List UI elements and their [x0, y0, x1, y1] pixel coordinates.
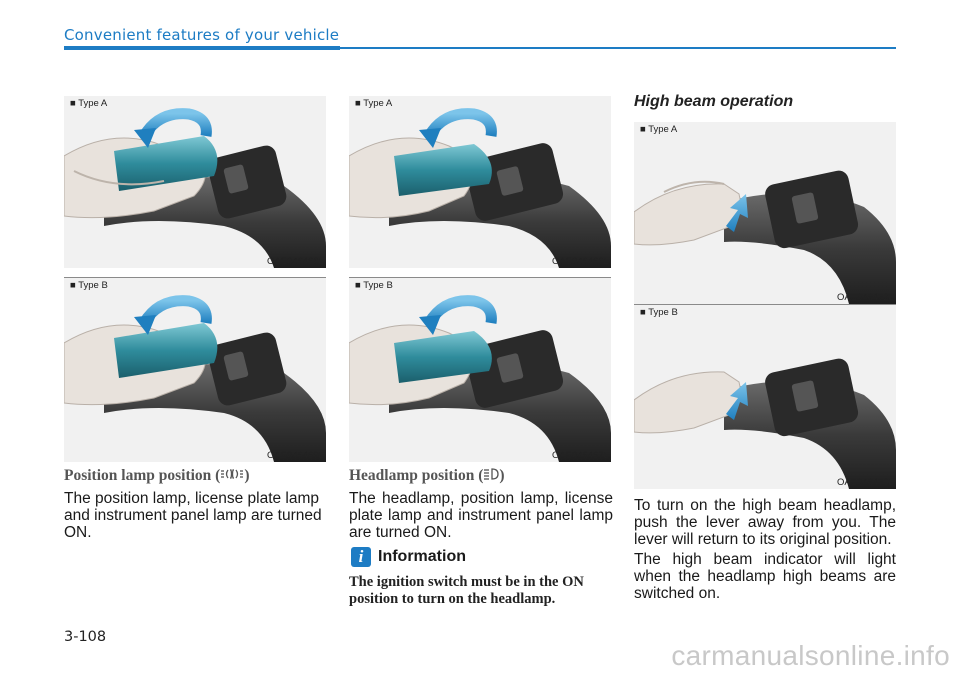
- headlamp-body: The headlamp, position lamp, license pla…: [349, 490, 613, 541]
- high-beam-body-2: The high beam indicator will light when …: [634, 551, 896, 602]
- figure-code: OAE046466L: [551, 256, 609, 267]
- figure-divider: [64, 277, 326, 278]
- type-label: ■ Type B: [355, 280, 393, 291]
- figure-high-beam-type-b: ■ Type B OAE046453L: [634, 305, 896, 489]
- info-icon: i: [351, 547, 371, 567]
- headlamp-icon: [484, 468, 500, 480]
- figure-headlamp-type-a: ■ Type A OAE046466L: [349, 96, 611, 268]
- heading-text-end: ): [499, 467, 505, 484]
- figure-code: OAE046453L: [836, 477, 894, 488]
- header-rule-thin: [340, 47, 896, 49]
- heading-text: Position lamp position (: [64, 467, 221, 484]
- lever-illustration: [349, 295, 611, 462]
- type-label: ■ Type A: [640, 124, 678, 135]
- position-lamp-body: The position lamp, license plate lamp an…: [64, 490, 322, 541]
- type-label: ■ Type A: [355, 98, 393, 109]
- high-beam-heading: High beam operation: [634, 93, 794, 110]
- lever-illustration: [64, 295, 326, 462]
- figure-position-lamp-type-a: ■ Type A OAE046468L: [64, 96, 326, 268]
- heading-text: Headlamp position (: [349, 467, 484, 484]
- figure-code: OAE046467L: [551, 450, 609, 461]
- figure-high-beam-type-a: ■ Type A OAE046452L: [634, 122, 896, 304]
- lever-illustration: [349, 108, 611, 268]
- page-number: 3-108: [64, 629, 107, 645]
- figure-headlamp-type-b: ■ Type B OAE046467L: [349, 278, 611, 462]
- position-lamp-icon: [221, 469, 244, 479]
- watermark: carmanualsonline.info: [671, 640, 950, 671]
- figure-divider: [349, 277, 611, 278]
- figure-position-lamp-type-b: ■ Type B OAE046469L: [64, 278, 326, 462]
- type-label: ■ Type B: [70, 280, 108, 291]
- headlamp-heading: Headlamp position (): [349, 467, 505, 485]
- type-label: ■ Type A: [70, 98, 108, 109]
- figure-code: OAE046468L: [266, 256, 324, 267]
- type-label: ■ Type B: [640, 307, 678, 318]
- lever-illustration: [64, 108, 326, 268]
- lever-illustration: [634, 358, 896, 489]
- figure-divider: [634, 304, 896, 305]
- info-body: The ignition switch must be in the ON po…: [349, 574, 584, 607]
- header-rule-thick: [64, 46, 340, 50]
- lever-illustration: [634, 170, 896, 304]
- high-beam-body-1: To turn on the high beam headlamp, push …: [634, 497, 896, 548]
- info-title: Information: [378, 548, 466, 565]
- heading-text-end: ): [244, 467, 250, 484]
- figure-code: OAE046452L: [836, 292, 894, 303]
- header-title: Convenient features of your vehicle: [64, 26, 340, 44]
- figure-code: OAE046469L: [266, 450, 324, 461]
- position-lamp-heading: Position lamp position (): [64, 467, 250, 485]
